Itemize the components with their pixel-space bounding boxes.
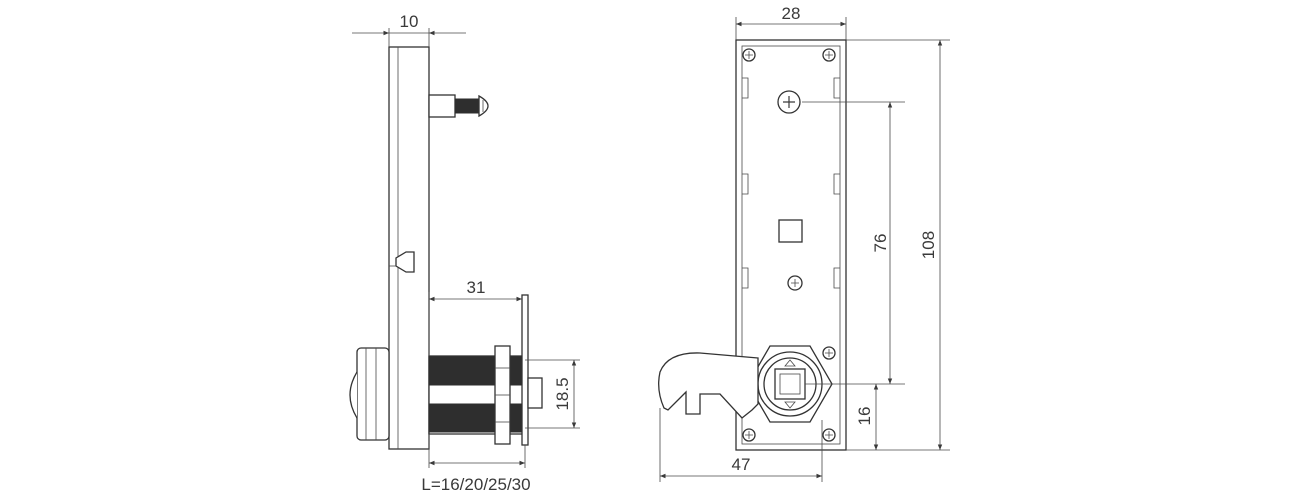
mounting-screw-icon [428,94,489,118]
dim-label-16: 16 [855,407,874,426]
dim-screw-spacing: 76 [802,101,905,385]
dim-total-height: 108 [846,39,950,451]
dim-label-47: 47 [732,455,751,474]
dim-front-width: 28 [735,4,847,40]
dim-label-76: 76 [871,234,890,253]
side-clips [742,77,840,289]
corner-screw-icon [742,48,836,442]
dim-cam-length: 31 [428,278,522,356]
cam-plate [521,294,543,446]
dim-side-thickness: 10 [352,12,466,47]
dim-label-108: 108 [919,231,938,259]
dim-cam-offset: 16 [855,384,879,450]
threaded-cylinder [428,345,526,445]
key-cylinder [747,345,833,423]
dim-label-31: 31 [467,278,486,297]
side-plate [388,46,430,450]
side-view: 10 31 18.5 L=16/20/25/30 [349,12,580,494]
dim-label-18-5: 18.5 [553,377,572,410]
dim-cam-reach: 47 [659,408,823,482]
latch-tab [389,251,415,273]
upper-screw-icon [777,90,801,114]
dim-thread-height: 18.5 [525,359,580,429]
dim-label-28: 28 [782,4,801,23]
dim-label-10: 10 [400,12,419,31]
key-knob [349,347,390,441]
lower-screw-icon [787,275,803,291]
dim-label-l: L=16/20/25/30 [421,475,530,494]
cam-hook [658,352,759,419]
front-view: 28 76 108 16 47 [658,4,950,482]
dim-cylinder-length: L=16/20/25/30 [421,434,531,494]
indicator-window [778,219,803,243]
